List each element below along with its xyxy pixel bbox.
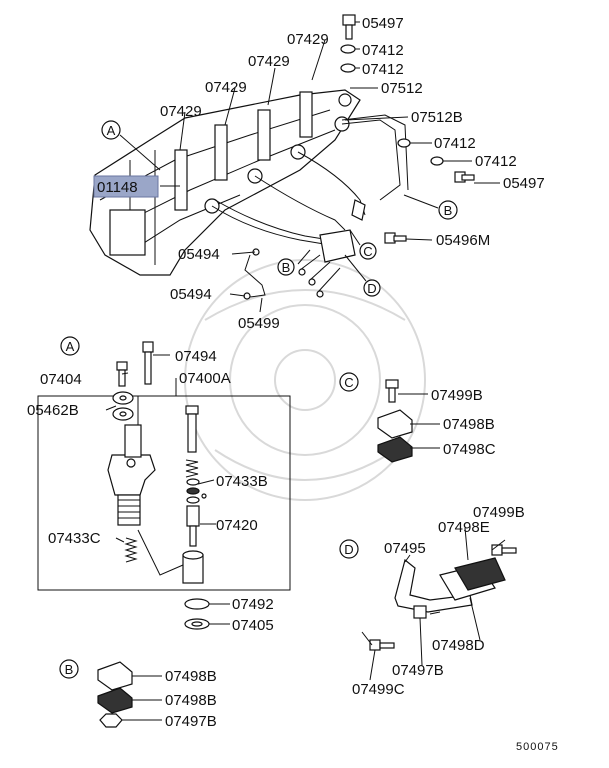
svg-text:D: D: [367, 281, 376, 296]
watermark-emblem: [184, 259, 426, 501]
part-label-07512b[interactable]: 07512B: [411, 109, 463, 126]
part-label-07412[interactable]: 07412: [362, 42, 404, 59]
callout-b-mid: B: [277, 258, 295, 276]
section-a-drawing: [37, 341, 291, 630]
part-label-07494[interactable]: 07494: [175, 348, 217, 365]
part-label-07498b[interactable]: 07498B: [165, 668, 217, 685]
part-label-07412[interactable]: 07412: [475, 153, 517, 170]
part-label-07412[interactable]: 07412: [434, 135, 476, 152]
svg-text:D: D: [344, 542, 353, 557]
svg-text:C: C: [363, 244, 372, 259]
part-label-07495[interactable]: 07495: [384, 540, 426, 557]
part-label-07512[interactable]: 07512: [381, 80, 423, 97]
part-label-07497b[interactable]: 07497B: [165, 713, 217, 730]
section-c-drawing: [377, 379, 440, 463]
part-label-07420[interactable]: 07420: [216, 517, 258, 534]
part-label-07499c[interactable]: 07499C: [352, 681, 405, 698]
diagram-code: 500075: [516, 741, 559, 753]
part-label-07433c[interactable]: 07433C: [48, 530, 101, 547]
part-label-07405[interactable]: 07405: [232, 617, 274, 634]
svg-text:B: B: [282, 260, 291, 275]
part-label-05496m[interactable]: 05496M: [436, 232, 490, 249]
callout-d-section: D: [339, 539, 359, 559]
part-label-01148[interactable]: 01148: [97, 179, 138, 196]
part-label-07429[interactable]: 07429: [248, 53, 290, 70]
svg-text:B: B: [65, 662, 74, 677]
callout-c-top: C: [359, 242, 377, 260]
callout-a-top: A: [101, 120, 121, 140]
part-label-05494[interactable]: 05494: [178, 246, 220, 263]
part-label-07412[interactable]: 07412: [362, 61, 404, 78]
top-leaders: [119, 21, 500, 313]
callout-b-section: B: [59, 659, 79, 679]
section-b-drawing: [97, 661, 162, 728]
part-label-07499b[interactable]: 07499B: [473, 504, 525, 521]
part-label-07498b[interactable]: 07498B: [165, 692, 217, 709]
part-label-07498d[interactable]: 07498D: [432, 637, 485, 654]
engine-head-drawing: [89, 89, 409, 300]
part-label-07498c[interactable]: 07498C: [443, 441, 496, 458]
callout-c-section: C: [339, 372, 359, 392]
part-label-05494[interactable]: 05494: [170, 286, 212, 303]
section-d-drawing: [361, 527, 517, 681]
callout-b-top: B: [438, 200, 458, 220]
part-label-07429[interactable]: 07429: [287, 31, 329, 48]
part-label-05499[interactable]: 05499: [238, 315, 280, 332]
part-label-07498b[interactable]: 07498B: [443, 416, 495, 433]
highlight-01148: [93, 175, 159, 198]
part-label-07498e[interactable]: 07498E: [438, 519, 490, 536]
part-label-07433b[interactable]: 07433B: [216, 473, 268, 490]
part-label-07429[interactable]: 07429: [205, 79, 247, 96]
part-label-07499b[interactable]: 07499B: [431, 387, 483, 404]
callout-d-top: D: [363, 279, 381, 297]
part-label-07429[interactable]: 07429: [160, 103, 202, 120]
part-label-07497b[interactable]: 07497B: [392, 662, 444, 679]
svg-text:C: C: [344, 375, 353, 390]
part-label-05462b[interactable]: 05462B: [27, 402, 79, 419]
part-label-05497[interactable]: 05497: [503, 175, 545, 192]
part-label-07400a[interactable]: 07400A: [179, 370, 231, 387]
part-label-07492[interactable]: 07492: [232, 596, 274, 613]
svg-text:A: A: [107, 123, 116, 138]
callout-a-section: A: [60, 336, 80, 356]
part-label-07404[interactable]: 07404: [40, 371, 82, 388]
svg-text:A: A: [66, 339, 75, 354]
part-label-05497[interactable]: 05497: [362, 15, 404, 32]
svg-text:B: B: [444, 203, 453, 218]
